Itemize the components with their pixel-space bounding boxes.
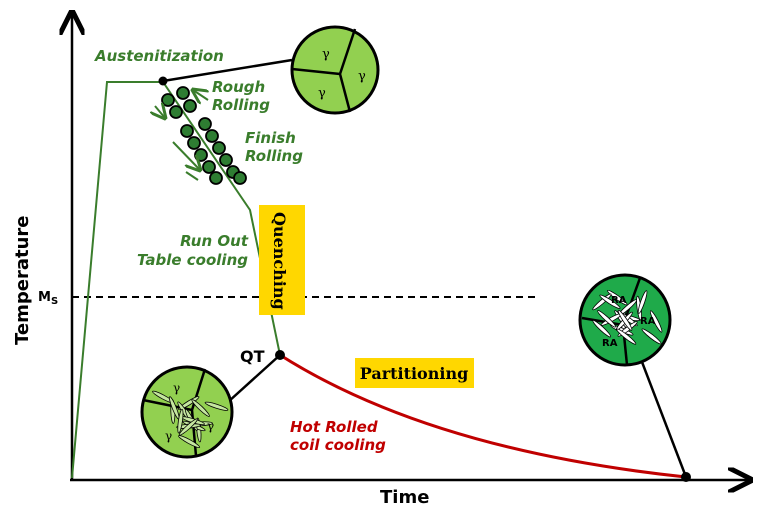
partitioning-highlight <box>355 358 474 388</box>
svg-text:γ: γ <box>207 419 214 433</box>
lath-mark <box>641 328 662 345</box>
roller-icon <box>176 86 190 100</box>
lath-mark <box>178 435 201 448</box>
roller-icon <box>209 171 223 185</box>
partitioned-microstructure: RA RA RA <box>578 273 672 367</box>
svg-text:γ: γ <box>358 69 366 84</box>
lath-mark <box>607 289 628 306</box>
connector-line <box>640 361 688 478</box>
svg-text:RA: RA <box>611 295 627 306</box>
roller-icon <box>183 99 197 113</box>
direction-arrow-icon <box>172 141 200 170</box>
partitioning-label: Partitioning <box>360 364 469 383</box>
roller-icon <box>219 153 233 167</box>
direction-arrow-icon <box>155 106 165 118</box>
svg-text:RA: RA <box>640 316 656 327</box>
austenite-microstructure: γ γ γ <box>290 25 380 115</box>
lath-mark <box>649 310 663 333</box>
ms-label: MS <box>38 290 58 307</box>
roller-icon <box>194 148 208 162</box>
direction-arrow-icon <box>193 90 208 100</box>
lath-mark <box>597 310 616 328</box>
connector-line <box>162 58 293 83</box>
lath-mark <box>616 328 637 345</box>
roller-icon <box>180 124 194 138</box>
austenitization-label: Austenitization <box>94 47 224 65</box>
roller-icon <box>161 93 175 107</box>
svg-text:RA: RA <box>602 338 618 349</box>
quenching-highlight <box>259 205 305 315</box>
lath-mark <box>637 290 648 314</box>
lath-mark <box>204 401 229 411</box>
roller-icon <box>187 136 201 150</box>
svg-text:γ: γ <box>318 86 326 101</box>
y-axis-label: Temperature <box>12 216 33 345</box>
x-axis-label: Time <box>380 487 429 508</box>
roller-icon <box>233 171 247 185</box>
lath-mark <box>599 294 621 309</box>
lath-mark <box>592 320 612 338</box>
roller-icon <box>205 129 219 143</box>
qt-label: QT <box>240 347 265 366</box>
connector-line <box>227 354 281 403</box>
roller-icon <box>212 141 226 155</box>
roller-icon <box>202 160 216 174</box>
roller-icon <box>198 117 212 131</box>
partitioning-curve <box>279 353 687 479</box>
svg-text:γ: γ <box>173 381 180 395</box>
svg-text:γ: γ <box>165 429 172 443</box>
direction-arrow-icon <box>185 171 199 181</box>
roller-icon <box>169 105 183 119</box>
svg-text:γ: γ <box>322 47 330 62</box>
quenching-label: Quenching <box>270 212 289 310</box>
lath-mark <box>177 408 184 434</box>
lath-mark <box>191 399 210 417</box>
quenched-microstructure: γ γ γ <box>140 365 234 459</box>
lath-mark <box>617 309 633 331</box>
lath-mark <box>178 418 198 436</box>
